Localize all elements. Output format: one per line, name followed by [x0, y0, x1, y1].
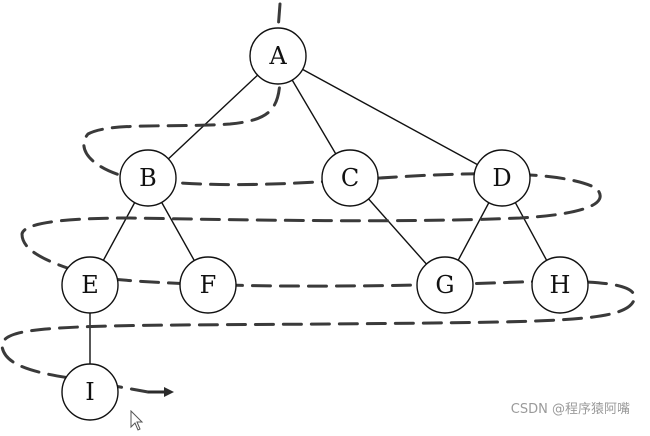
traversal-path — [0, 2, 636, 394]
node-f: F — [179, 256, 237, 314]
node-label: F — [200, 271, 217, 299]
node-circle — [473, 149, 531, 207]
watermark: CSDN @程序猿阿嘴 — [510, 402, 630, 417]
edge-a-d — [277, 55, 503, 179]
edge-a-b — [147, 55, 279, 179]
node-label: H — [550, 271, 571, 299]
node-h: H — [531, 256, 589, 314]
node-label: B — [139, 164, 157, 192]
node-circle — [531, 256, 589, 314]
node-e: E — [61, 256, 119, 314]
node-a: A — [249, 27, 307, 85]
node-circle — [249, 27, 307, 85]
node-circle — [119, 149, 177, 207]
node-circle — [416, 256, 474, 314]
node-circle — [321, 149, 379, 207]
node-label: I — [85, 378, 94, 406]
nodes: A B C D E F G H I — [61, 27, 589, 421]
node-label: C — [341, 164, 359, 192]
node-i: I — [61, 363, 119, 421]
node-d: D — [473, 149, 531, 207]
edges — [89, 55, 561, 392]
node-circle — [179, 256, 237, 314]
node-circle — [61, 256, 119, 314]
node-label: E — [81, 271, 99, 299]
mouse-cursor-icon — [130, 410, 144, 431]
node-label: D — [492, 164, 511, 192]
node-b: B — [119, 149, 177, 207]
node-label: A — [268, 42, 287, 70]
node-circle — [61, 363, 119, 421]
node-g: G — [416, 256, 474, 314]
node-c: C — [321, 149, 379, 207]
node-label: G — [435, 271, 454, 299]
